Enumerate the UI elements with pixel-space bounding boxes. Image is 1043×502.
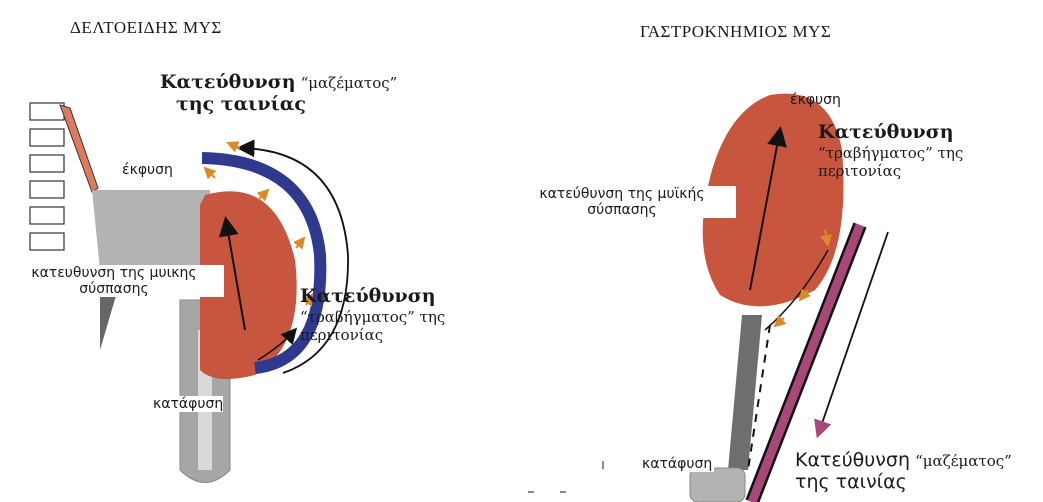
left-push-line3: περιτονίας bbox=[300, 326, 383, 344]
left-pull-line2: της ταινίας bbox=[160, 93, 306, 115]
left-title: ΔΕΛΤΟΕΙΔΗΣ ΜΥΣ bbox=[70, 18, 222, 38]
left-insertion-label: κατάφυση bbox=[153, 396, 223, 412]
achilles-tendon bbox=[728, 315, 762, 470]
right-pull-line1-small: “μαζέματος” bbox=[915, 452, 1012, 470]
right-push-line2: “τραβήγματος” της bbox=[818, 144, 963, 162]
vertebra-box bbox=[30, 103, 64, 120]
right-contraction-line1: κατεύθυνση της μυϊκής bbox=[539, 186, 704, 202]
left-pull-line1: Κατεύθυνση bbox=[160, 71, 296, 93]
left-push-direction-label: Κατεύθυνση “τραβήγματος” της περιτονίας bbox=[300, 286, 445, 345]
right-push-direction-label: Κατεύθυνση “τραβήγματος” της περιτονίας bbox=[818, 122, 963, 181]
left-push-line2a: “τραβήγματος” bbox=[300, 308, 415, 326]
vertebra-box bbox=[30, 129, 64, 146]
vertebra-box bbox=[30, 207, 64, 224]
left-pull-direction-label: Κατεύθυνση “μαζέματος” της ταινίας bbox=[160, 72, 397, 116]
clavicle-strip bbox=[60, 105, 98, 192]
vertebra-box bbox=[30, 233, 64, 250]
right-title: ΓΑΣΤΡΟΚΝΗΜΙΟΣ ΜΥΣ bbox=[640, 22, 831, 42]
right-contraction-line2: σύσπασης bbox=[587, 202, 656, 218]
right-push-line1: Κατεύθυνση bbox=[818, 121, 954, 143]
vertebra-box bbox=[30, 155, 64, 172]
left-pull-line1-small: “μαζέματος” bbox=[301, 74, 398, 92]
left-contraction-label: κατευθυνση της μυικης σύσπασης bbox=[4, 265, 224, 297]
right-pull-line2: της ταινίας bbox=[795, 471, 907, 493]
vertebra-box bbox=[30, 181, 64, 198]
right-pull-direction-label: Κατεύθυνση “μαζέματος” της ταινίας bbox=[795, 450, 1012, 494]
left-contraction-line2: σύσπασης bbox=[79, 281, 148, 297]
left-contraction-line1: κατευθυνση της μυικης bbox=[31, 265, 196, 281]
right-push-line3: περιτονίας bbox=[818, 162, 901, 180]
right-origin-label: έκφυση bbox=[790, 92, 841, 108]
left-push-line2b: της bbox=[415, 308, 445, 326]
heel-bone bbox=[690, 468, 745, 502]
vertebra-boxes bbox=[30, 103, 64, 250]
shoulder-bone bbox=[92, 190, 210, 270]
left-push-line1: Κατεύθυνση bbox=[300, 285, 436, 307]
right-contraction-label: κατεύθυνση της μυϊκής σύσπασης bbox=[508, 186, 736, 218]
left-origin-label: έκφυση bbox=[122, 162, 173, 178]
right-pull-line1: Κατεύθυνση bbox=[795, 449, 910, 471]
right-insertion-label: κατάφυση bbox=[640, 456, 714, 472]
